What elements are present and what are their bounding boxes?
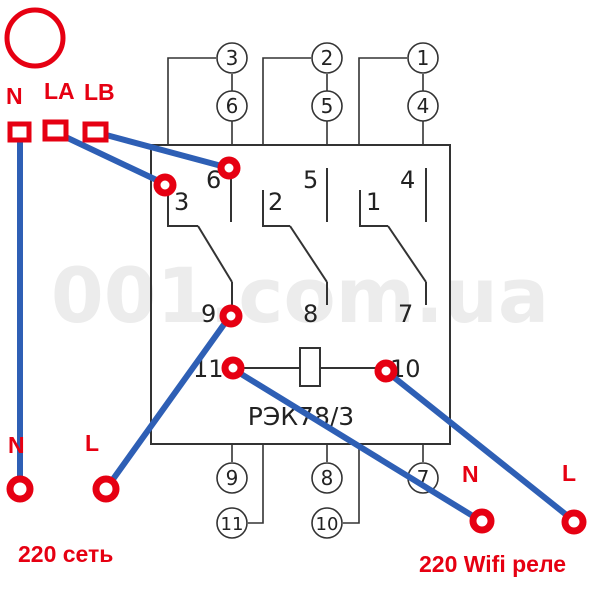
wire-wifi-n — [230, 366, 484, 524]
pin-9-circle — [216, 462, 248, 494]
pin-3-circle — [216, 42, 248, 74]
relay-model-label: РЭК78/3 — [248, 402, 354, 431]
contact-number: 2 — [268, 188, 283, 216]
pin-5-circle — [311, 90, 343, 122]
bottom-pin-label: 9 — [226, 466, 239, 490]
label-l-left: L — [85, 430, 99, 456]
top-pin-label: 2 — [321, 46, 334, 70]
contact-10-terminal — [374, 359, 398, 383]
relay-body — [150, 144, 451, 445]
terminal-la — [42, 119, 69, 142]
pin-11-circle — [216, 507, 248, 539]
relay-coil — [299, 347, 321, 387]
bottom-pin-label: 10 — [316, 514, 339, 535]
contact-number: 5 — [303, 166, 318, 194]
wifi-n-terminal — [469, 508, 495, 534]
pin-8-circle — [311, 462, 343, 494]
contact-numbers: 6 5 4 3 2 1 9 8 7 11 10 — [174, 166, 421, 383]
wire-wifi-l — [383, 368, 577, 524]
bottom-pin-circles — [216, 462, 439, 539]
label-n-top: N — [6, 83, 23, 109]
top-pin-label: 1 — [417, 46, 430, 70]
watermark: 001.com.ua — [51, 251, 549, 340]
top-pin-circles — [216, 42, 439, 122]
bottom-pin-labels: 9 8 7 11 10 — [221, 466, 430, 535]
pin-1-circle — [407, 42, 439, 74]
contact-9-terminal — [219, 304, 243, 328]
label-n-left: N — [8, 432, 25, 458]
bottom-pin-label: 11 — [221, 514, 244, 535]
wires — [17, 129, 577, 524]
bottom-pin-leads — [231, 444, 424, 524]
label-wifi: 220 Wifi реле — [419, 551, 566, 577]
pin-10-circle — [311, 507, 343, 539]
indicator-ring — [4, 7, 66, 69]
terminal-dots — [6, 156, 587, 535]
contact-schematic — [167, 168, 427, 369]
contact-number: 9 — [201, 300, 216, 328]
wire-la — [52, 129, 168, 187]
label-net: 220 сеть — [18, 541, 113, 567]
contact-11-terminal — [221, 356, 245, 380]
pin-6-circle — [216, 90, 248, 122]
terminal-n — [7, 121, 32, 143]
label-lb: LB — [84, 79, 115, 105]
wifi-l-terminal — [561, 509, 587, 535]
top-pin-label: 3 — [226, 46, 239, 70]
pin-4-circle — [407, 90, 439, 122]
label-n-right: N — [462, 461, 479, 487]
label-l-right: L — [562, 460, 576, 486]
terminal-lb — [82, 121, 109, 143]
top-pin-label: 5 — [321, 94, 334, 118]
pin-2-circle — [311, 42, 343, 74]
wire-lb — [92, 129, 232, 171]
top-pin-labels: 3 2 1 6 5 4 — [226, 46, 430, 118]
net-n-terminal — [6, 475, 34, 503]
contact-number: 8 — [303, 300, 318, 328]
contact-number: 4 — [400, 166, 415, 194]
terminal-blocks — [7, 119, 109, 143]
top-pin-leads — [167, 57, 424, 145]
red-labels: N LA LB N L N L 220 сеть 220 Wifi реле — [6, 78, 576, 577]
wire-l — [103, 313, 233, 492]
contact-6-terminal — [217, 156, 241, 180]
contact-3-terminal — [153, 173, 177, 197]
label-la: LA — [44, 78, 75, 104]
top-pin-label: 4 — [417, 94, 430, 118]
contact-number: 6 — [206, 166, 221, 194]
top-pin-label: 6 — [226, 94, 239, 118]
bottom-pin-label: 8 — [321, 466, 334, 490]
net-l-terminal — [92, 475, 120, 503]
contact-number: 3 — [174, 188, 189, 216]
contact-number: 1 — [366, 188, 381, 216]
contact-number: 7 — [398, 300, 413, 328]
